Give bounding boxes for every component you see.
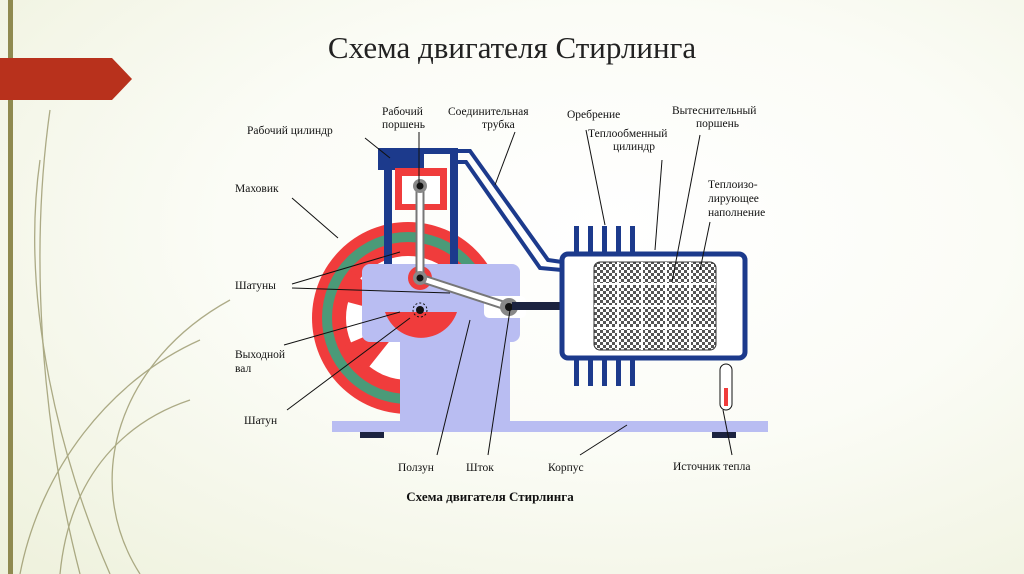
labels: Рабочий цилиндр Рабочий поршень Соединит… bbox=[235, 105, 765, 504]
label-connecting-rods: Шатуны bbox=[235, 280, 276, 292]
connecting-rods bbox=[412, 179, 518, 318]
label-output-shaft: Выходной bbox=[235, 349, 285, 361]
label-connecting-tube: трубка bbox=[482, 119, 515, 131]
label-insulation: наполнение bbox=[708, 207, 765, 219]
base-plate bbox=[332, 421, 768, 432]
label-insulation: Теплоизо- bbox=[708, 179, 758, 191]
left-accent-bar bbox=[8, 0, 13, 574]
label-fins: Оребрение bbox=[567, 109, 620, 121]
label-piston-rod: Шток bbox=[466, 462, 494, 474]
foot-right bbox=[712, 432, 736, 438]
label-body: Корпус bbox=[548, 462, 584, 474]
label-connecting-tube: Соединительная bbox=[448, 106, 529, 118]
label-flywheel: Маховик bbox=[235, 183, 279, 195]
leader-lines bbox=[283, 129, 733, 456]
diagram-caption: Схема двигателя Стирлинга bbox=[406, 489, 574, 504]
connecting-tube bbox=[440, 149, 563, 272]
label-slider: Ползун bbox=[398, 462, 434, 474]
decorative-curves bbox=[19, 109, 231, 574]
label-working-piston: поршень bbox=[382, 119, 425, 131]
thermometer bbox=[719, 363, 733, 411]
label-displacer-piston: поршень bbox=[696, 118, 739, 130]
label-heat-source: Источник тепла bbox=[673, 461, 750, 473]
red-arrow-tab bbox=[0, 58, 132, 100]
label-rod: Шатун bbox=[244, 415, 277, 427]
piston-rod bbox=[512, 302, 597, 310]
stirling-engine-diagram: Рабочий цилиндр Рабочий поршень Соединит… bbox=[235, 105, 768, 504]
label-working-piston: Рабочий bbox=[382, 106, 423, 118]
foot-left bbox=[360, 432, 384, 438]
label-displacer-piston: Вытеснительный bbox=[672, 105, 756, 117]
label-working-cylinder: Рабочий цилиндр bbox=[247, 125, 333, 137]
label-heat-exchange-cylinder: цилиндр bbox=[613, 141, 655, 153]
heat-exchange-cylinder bbox=[559, 226, 748, 386]
label-heat-exchange-cylinder: Теплообменный bbox=[588, 128, 667, 140]
label-insulation: лирующее bbox=[708, 193, 759, 205]
label-output-shaft: вал bbox=[235, 363, 251, 375]
slide-title: Схема двигателя Стирлинга bbox=[328, 30, 696, 65]
